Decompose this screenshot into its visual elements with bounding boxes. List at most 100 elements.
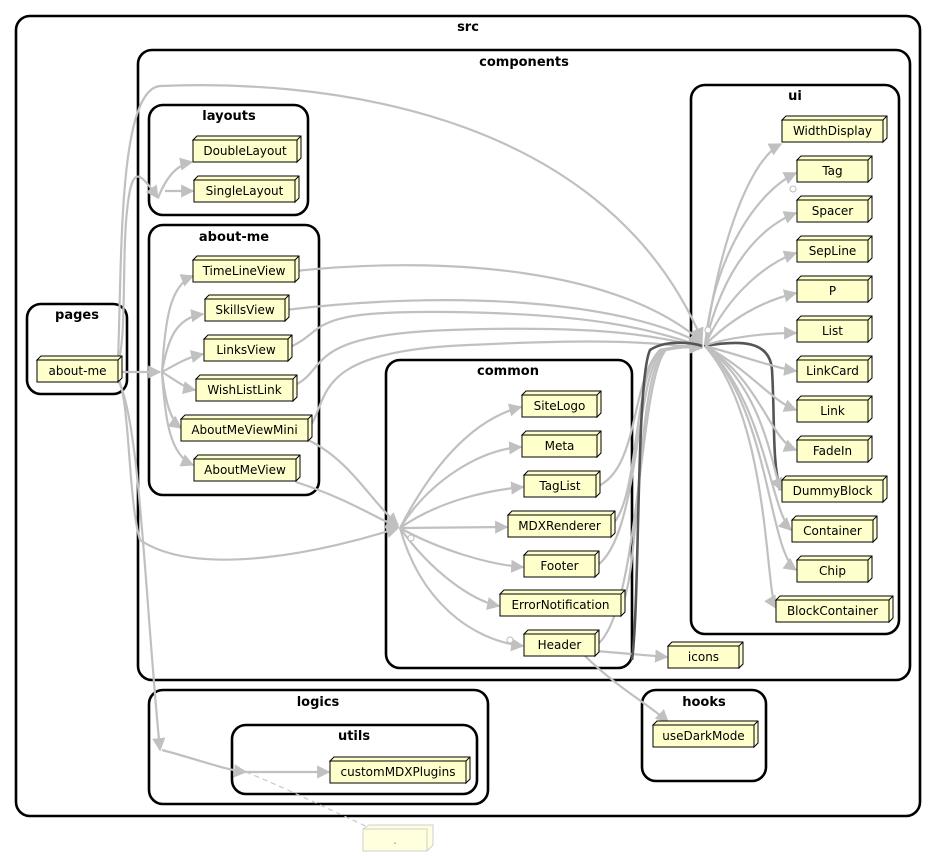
node-3d-corner xyxy=(307,414,313,420)
edge-ui-spacer xyxy=(703,211,798,346)
edge-wishlist-ui xyxy=(292,327,704,388)
node-3d-corner xyxy=(867,235,873,241)
edge-circle-header xyxy=(506,636,514,644)
node-3d-corner xyxy=(867,275,873,281)
edge-layouts-double xyxy=(156,157,194,199)
node-fade-in[interactable]: FadeIn xyxy=(795,435,873,464)
edge-header-darkmode xyxy=(584,655,669,723)
edge-bundle-ui-2 xyxy=(703,341,782,491)
node-tag[interactable]: Tag xyxy=(795,155,873,184)
node-box xyxy=(796,279,869,303)
node-box xyxy=(523,633,596,657)
node-spacer[interactable]: Spacer xyxy=(795,195,873,224)
node-box xyxy=(796,399,869,423)
node-3d-corner xyxy=(284,294,290,300)
node-box xyxy=(796,199,869,223)
node-3d-corner xyxy=(738,641,744,647)
node-3d-corner xyxy=(867,555,873,561)
node-label: MDXRenderer xyxy=(518,519,601,533)
node-3d-corner xyxy=(867,355,873,361)
edge-skills-ui xyxy=(284,299,704,345)
edge-ui-chip xyxy=(704,345,798,571)
node-box xyxy=(499,593,622,617)
node-label: Meta xyxy=(545,439,575,453)
node-box xyxy=(192,259,296,283)
node-double-layout[interactable]: DoubleLayout xyxy=(191,135,302,164)
node-box xyxy=(36,359,119,383)
node-label: ErrorNotification xyxy=(511,598,609,612)
node-box xyxy=(667,645,740,669)
node-header[interactable]: Header xyxy=(522,629,600,658)
node-3d-corner xyxy=(594,550,600,556)
node-box xyxy=(193,458,297,482)
node-3d-corner xyxy=(296,135,302,141)
node-about-me-view-mini[interactable]: AboutMeViewMini xyxy=(179,414,313,443)
node-3d-corner xyxy=(867,195,873,201)
edge-mini-ui xyxy=(307,340,704,431)
node-label: Container xyxy=(803,524,862,538)
node-box xyxy=(781,479,884,503)
cluster-pages-label: pages xyxy=(55,308,99,323)
edge-mini-common xyxy=(307,439,399,526)
node-footer[interactable]: Footer xyxy=(522,550,600,579)
node-width-display[interactable]: WidthDisplay xyxy=(780,115,888,144)
node-sep-line[interactable]: SepLine xyxy=(795,235,873,264)
node-custom-mdx-plugins[interactable]: customMDXPlugins xyxy=(328,756,471,785)
edge-fan-links xyxy=(161,350,205,373)
node-box xyxy=(791,519,874,543)
node-box xyxy=(775,599,890,623)
node-box xyxy=(521,394,598,418)
node-label: TimeLineView xyxy=(202,264,286,278)
node-label: WidthDisplay xyxy=(793,124,872,138)
node-p[interactable]: P xyxy=(795,275,873,304)
edge-ui-container xyxy=(704,345,792,531)
node-skills-view[interactable]: SkillsView xyxy=(203,294,290,323)
node-3d-corner xyxy=(292,374,298,380)
node-wishlist-link[interactable]: WishListLink xyxy=(194,374,298,403)
node-timeline-view[interactable]: TimeLineView xyxy=(191,255,300,284)
node-about-me-view[interactable]: AboutMeView xyxy=(192,454,301,483)
node-box xyxy=(180,418,309,442)
node-meta[interactable]: Meta xyxy=(520,430,602,459)
node-tag-list[interactable]: TagList xyxy=(522,470,601,499)
node-icons[interactable]: icons xyxy=(666,641,744,670)
edge-common-error xyxy=(399,527,501,611)
node-single-layout[interactable]: SingleLayout xyxy=(192,175,300,204)
node-dummy-block[interactable]: DummyBlock xyxy=(780,475,888,504)
node-use-dark-mode[interactable]: useDarkMode xyxy=(651,720,759,749)
node-label: useDarkMode xyxy=(662,729,744,743)
edge-logics-utils xyxy=(161,748,248,778)
node-box xyxy=(507,514,612,538)
node-chip[interactable]: Chip xyxy=(795,555,873,584)
node-list[interactable]: List xyxy=(795,315,873,344)
node-box xyxy=(796,359,869,383)
edge-about-me-layouts xyxy=(116,175,159,365)
node-3d-corner xyxy=(620,589,626,595)
node-label: AboutMeView xyxy=(204,463,286,477)
node-link[interactable]: Link xyxy=(795,395,873,424)
node-3d-corner xyxy=(595,470,601,476)
node-mdx-renderer[interactable]: MDXRenderer xyxy=(506,510,616,539)
edge-common-meta xyxy=(399,441,523,529)
node-3d-corner xyxy=(294,255,300,261)
node-3d-corner xyxy=(882,475,888,481)
node-error-notification[interactable]: ErrorNotification xyxy=(498,589,626,618)
node-links-view[interactable]: LinksView xyxy=(202,334,293,363)
node-3d-corner xyxy=(867,395,873,401)
node-block-container[interactable]: BlockContainer xyxy=(774,595,894,624)
node-container[interactable]: Container xyxy=(790,515,878,544)
node-about-me-page[interactable]: about-me xyxy=(35,355,123,384)
cluster-common-label: common xyxy=(477,364,539,379)
node-site-logo[interactable]: SiteLogo xyxy=(520,390,602,419)
node-label: about-me xyxy=(48,364,106,378)
node-3d-corner xyxy=(287,334,293,340)
node-dot[interactable]: . xyxy=(362,824,434,852)
edge-about-me-ui-arc xyxy=(116,84,704,361)
node-link-card[interactable]: LinkCard xyxy=(795,355,873,384)
cluster-ui-label: ui xyxy=(788,89,802,104)
node-label: Spacer xyxy=(812,204,854,218)
edge-ui-fadein xyxy=(704,345,798,452)
edge-fan-timeline xyxy=(160,274,195,373)
node-box xyxy=(781,119,884,143)
